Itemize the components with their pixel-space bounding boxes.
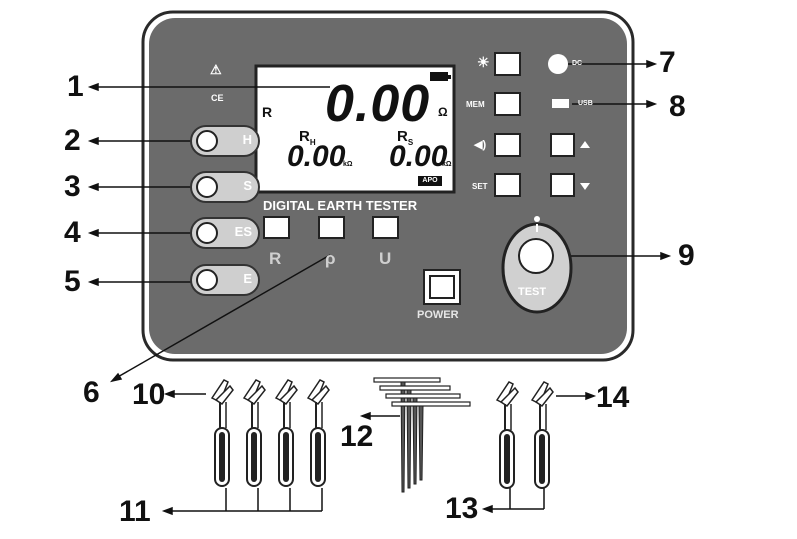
short-clip-2: [530, 381, 554, 489]
usb-port: [552, 99, 569, 108]
ground-spike-3: [385, 393, 461, 485]
callout-3: 3: [64, 170, 81, 203]
lcd-apo-badge: APO: [418, 176, 442, 186]
dc-jack: [548, 54, 568, 74]
mode-button-u[interactable]: [372, 216, 399, 239]
lcd-rs-unit: kΩ: [442, 161, 452, 168]
lcd-rh-value: 0.00: [287, 140, 346, 173]
backlight-icon: ☀: [477, 54, 490, 70]
lcd-rs-label: RS: [397, 128, 414, 147]
callout-7: 7: [659, 46, 676, 79]
buzzer-icon: ◀): [474, 139, 487, 151]
terminal-s[interactable]: S: [190, 171, 260, 203]
test-label: TEST: [518, 286, 547, 298]
terminal-e[interactable]: E: [190, 264, 260, 296]
terminal-es[interactable]: ES: [190, 217, 260, 249]
callout-4: 4: [64, 216, 81, 249]
ce-mark: CE: [211, 93, 224, 103]
buzzer-button[interactable]: [494, 133, 521, 157]
ground-spike-1: [373, 377, 441, 493]
ground-spike-2: [379, 385, 451, 489]
mode-label-rho: ρ: [325, 249, 336, 268]
callout-14: 14: [596, 381, 630, 414]
lcd-main-label: R: [262, 104, 273, 120]
mode-button-rho[interactable]: [318, 216, 345, 239]
mem-button[interactable]: [494, 92, 521, 116]
test-button-knob: [518, 238, 554, 274]
panel-title: DIGITAL EARTH TESTER: [263, 198, 418, 213]
backlight-button[interactable]: [494, 52, 521, 76]
mode-label-r: R: [269, 249, 282, 268]
clip-lead-4: [306, 379, 330, 487]
callout-10: 10: [132, 378, 166, 411]
down-button[interactable]: [550, 173, 575, 197]
lcd-main-value: 0.00: [325, 75, 431, 133]
clip-lead-1: [210, 379, 234, 487]
set-label: SET: [472, 182, 488, 191]
power-label: POWER: [417, 309, 459, 321]
up-button[interactable]: [550, 133, 575, 157]
callout-11: 11: [119, 495, 151, 528]
set-button[interactable]: [494, 173, 521, 197]
mode-button-r[interactable]: [263, 216, 290, 239]
callout-5: 5: [64, 265, 81, 298]
clip-lead-3: [274, 379, 298, 487]
callout-2: 2: [64, 124, 81, 157]
callout-13: 13: [445, 492, 479, 525]
alligator-clips-set: [210, 379, 330, 487]
battery-icon: [430, 72, 448, 81]
chevron-down-icon: [580, 183, 590, 190]
warning-icon: ⚠: [210, 62, 222, 77]
callout-9: 9: [678, 239, 695, 272]
mode-label-u: U: [379, 249, 392, 268]
short-clip-1: [495, 381, 519, 489]
clip-lead-2: [242, 379, 266, 487]
callout-1: 1: [67, 70, 84, 103]
callout-6: 6: [83, 376, 100, 409]
chevron-up-icon: [580, 141, 590, 148]
dc-label: DC: [572, 60, 583, 67]
mem-label: MEM: [466, 100, 485, 109]
lcd-rh-label: RH: [299, 128, 316, 147]
terminal-h[interactable]: H: [190, 125, 260, 157]
callout-8: 8: [669, 90, 686, 123]
lcd-rs-value: 0.00: [389, 140, 448, 173]
callout-lines: [87, 59, 672, 516]
lcd-rh-unit: kΩ: [343, 161, 353, 168]
ground-spikes: [373, 377, 471, 493]
callout-12: 12: [340, 420, 374, 453]
lcd-main-unit: Ω: [438, 105, 448, 119]
usb-label: USB: [578, 100, 593, 107]
short-clip-leads: [495, 381, 554, 489]
ground-spike-4: [391, 401, 471, 481]
